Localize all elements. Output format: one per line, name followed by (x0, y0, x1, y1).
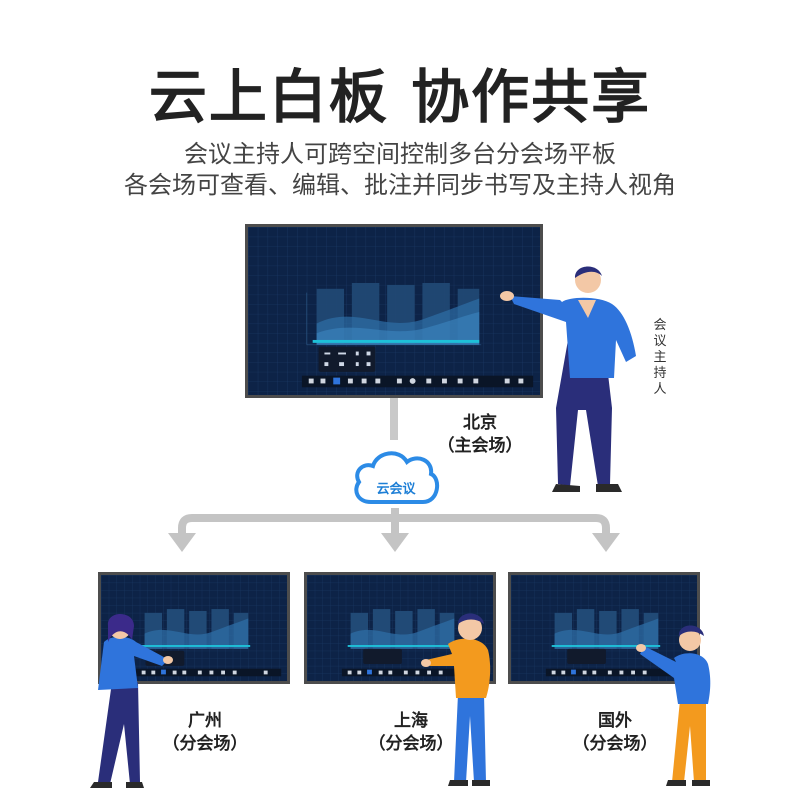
main-site-role: （主会场） (437, 436, 523, 456)
shanghai-whiteboard-screen (304, 572, 496, 684)
branch-site-role: （分会场） (572, 734, 658, 754)
shanghai-participant-figure (418, 606, 500, 788)
overseas-participant-figure (630, 622, 716, 788)
subtitle-line-2: 各会场可查看、编辑、批注并同步书写及主持人视角 (124, 171, 676, 199)
subtitle-line-1: 会议主持人可跨空间控制多台分会场平板 (184, 140, 616, 168)
branch-site-label-overseas: 国外 （分会场） (560, 710, 670, 756)
cloud-meeting-label: 云会议 (376, 482, 416, 497)
host-presenter-figure (500, 260, 650, 496)
branch-site-city: 上海 (394, 711, 428, 731)
branch-site-label-shanghai: 上海 （分会场） (356, 710, 466, 756)
branch-site-role: （分会场） (162, 734, 248, 754)
main-whiteboard-screen (245, 224, 543, 398)
main-site-city: 北京 (463, 413, 497, 433)
cloud-meeting-icon: 云会议 (349, 446, 443, 508)
page-title: 云上白板 协作共享 (148, 63, 652, 131)
branch-site-city: 国外 (598, 711, 632, 731)
host-label: 会议主持人 (653, 318, 667, 397)
guangzhou-participant-figure (82, 612, 182, 790)
branch-site-city: 广州 (188, 711, 222, 731)
branch-site-role: （分会场） (368, 734, 454, 754)
guangzhou-whiteboard-screen (98, 572, 290, 684)
main-board-stand (390, 398, 398, 440)
main-site-label: 北京 （主会场） (430, 412, 530, 458)
branch-site-label-guangzhou: 广州 （分会场） (150, 710, 260, 756)
